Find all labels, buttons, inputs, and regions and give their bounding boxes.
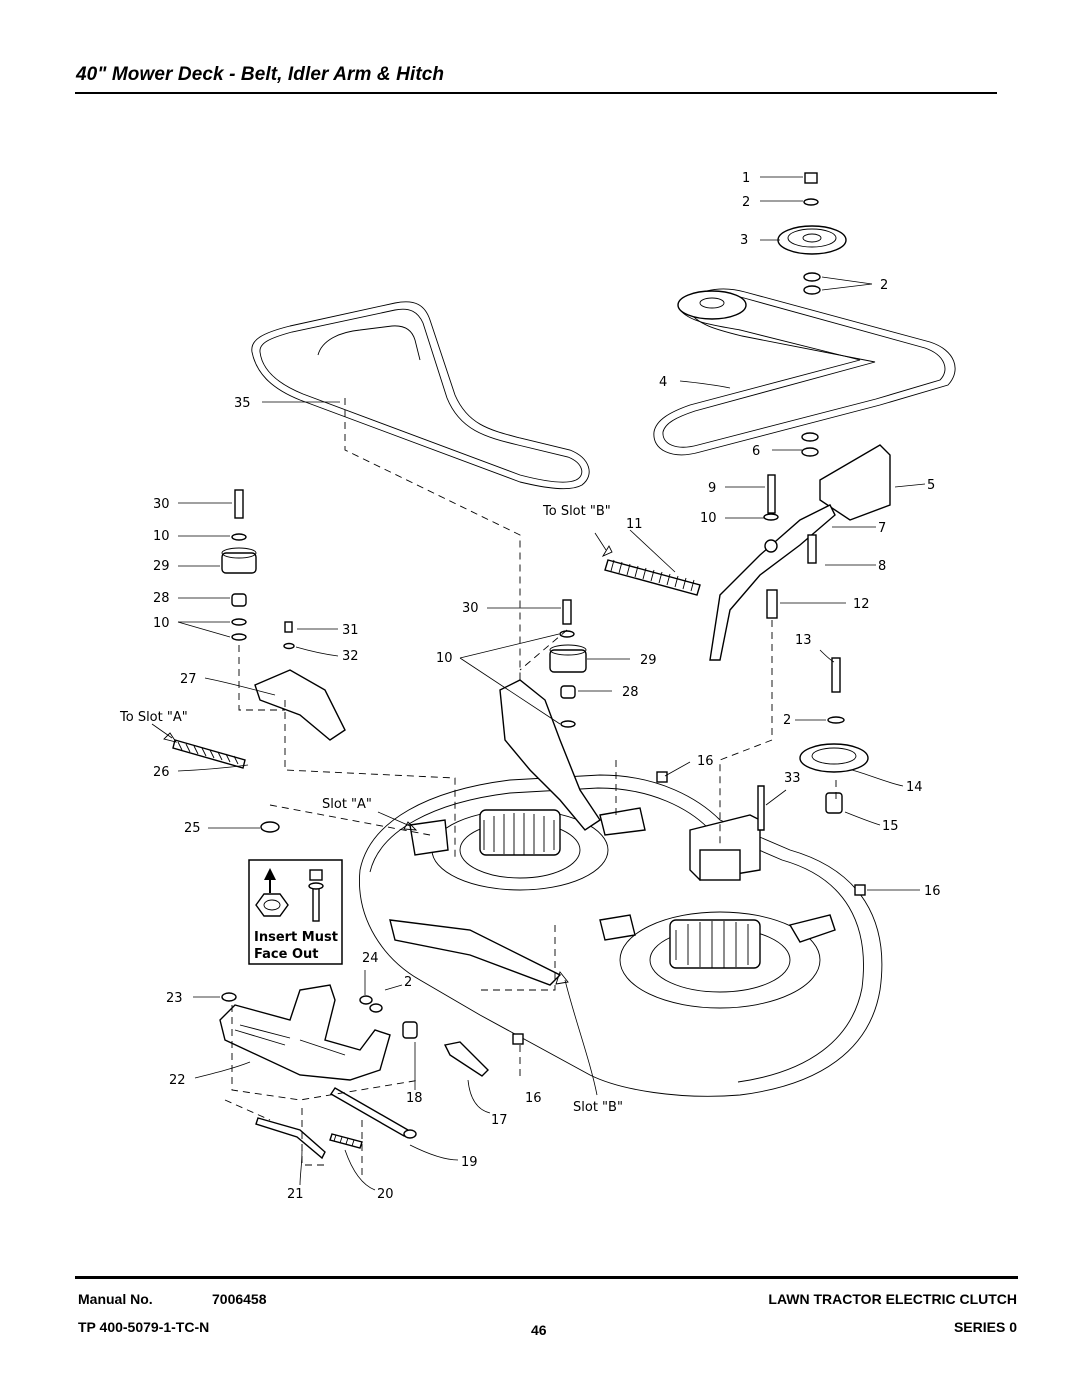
label-20: 20 (377, 1187, 394, 1202)
label-33: 33 (784, 771, 801, 786)
belt-35 (251, 301, 590, 490)
right-idler-pulley (799, 657, 869, 814)
hitch-rods (255, 1087, 417, 1160)
label-26: 26 (153, 765, 170, 780)
label-21: 21 (287, 1187, 304, 1202)
label-30: 30 (153, 497, 170, 512)
label-2: 2 (404, 975, 412, 990)
spring-11 (604, 559, 701, 596)
manual-number: 7006458 (212, 1291, 267, 1307)
footer-rule (75, 1276, 1018, 1279)
label-19: 19 (461, 1155, 478, 1170)
label-3: 3 (740, 233, 748, 248)
label-35: 35 (234, 396, 251, 411)
mower-deck (359, 679, 883, 1097)
label-4: 4 (659, 375, 667, 390)
part-33 (757, 785, 765, 831)
label-31: 31 (342, 623, 359, 638)
label-13: 13 (795, 633, 812, 648)
part-25 (260, 821, 280, 833)
tp-number: TP 400-5079-1-TC-N (78, 1319, 210, 1335)
series-label: SERIES 0 (953, 1319, 1017, 1335)
label-7: 7 (878, 521, 886, 536)
label-10: 10 (700, 511, 717, 526)
label-2: 2 (880, 278, 888, 293)
label-16: 16 (525, 1091, 542, 1106)
label-29: 29 (640, 653, 657, 668)
idler-arm (709, 444, 891, 661)
label-17: 17 (491, 1113, 508, 1128)
assembly-lines (224, 398, 837, 1175)
left-spindle-stack (221, 489, 257, 641)
label-2: 2 (742, 195, 750, 210)
label-25: 25 (184, 821, 201, 836)
label-10: 10 (436, 651, 453, 666)
label-28: 28 (153, 591, 170, 606)
product-name: LAWN TRACTOR ELECTRIC CLUTCH (768, 1291, 1017, 1307)
label-16: 16 (697, 754, 714, 769)
label-15: 15 (882, 819, 899, 834)
label-12: 12 (853, 597, 870, 612)
label-16: 16 (924, 884, 941, 899)
pulley-stack-top (677, 172, 847, 457)
label-22: 22 (169, 1073, 186, 1088)
label-1: 1 (742, 171, 750, 186)
label-32: 32 (342, 649, 359, 664)
title-rule (75, 92, 997, 94)
label-27: 27 (180, 672, 197, 687)
label-23: 23 (166, 991, 183, 1006)
label-24: 24 (362, 951, 379, 966)
label-8: 8 (878, 559, 886, 574)
center-spindle-stack (549, 599, 587, 728)
label-5: 5 (927, 478, 935, 493)
label-9: 9 (708, 481, 716, 496)
label-11: 11 (626, 517, 643, 532)
insert-inset-box (248, 859, 343, 965)
label-30: 30 (462, 601, 479, 616)
label-18: 18 (406, 1091, 423, 1106)
nuts-16 (512, 771, 866, 1045)
label-2: 2 (783, 713, 791, 728)
page-title: 40" Mower Deck - Belt, Idler Arm & Hitch (76, 64, 445, 85)
label-10: 10 (153, 529, 170, 544)
label-10: 10 (153, 616, 170, 631)
page-number: 46 (531, 1322, 547, 1338)
hitch-bracket (219, 984, 489, 1081)
label-6: 6 (752, 444, 760, 459)
callout-labels: 1 2 3 2 4 35 6 5 9 10 7 8 12 30 10 29 28… (119, 171, 941, 1202)
label-slot-a: Slot "A" (322, 797, 372, 812)
label-to-slot-a: To Slot "A" (119, 710, 188, 725)
label-14: 14 (906, 780, 923, 795)
callout-leaders (151, 176, 926, 1191)
inset-text-line2: Face Out (254, 947, 318, 962)
label-slot-b: Slot "B" (573, 1100, 623, 1115)
manual-label: Manual No. (78, 1291, 153, 1307)
label-29: 29 (153, 559, 170, 574)
label-28: 28 (622, 685, 639, 700)
inset-text-line1: Insert Must (254, 930, 338, 945)
idler-bracket-27 (172, 621, 346, 769)
label-to-slot-b: To Slot "B" (542, 504, 611, 519)
